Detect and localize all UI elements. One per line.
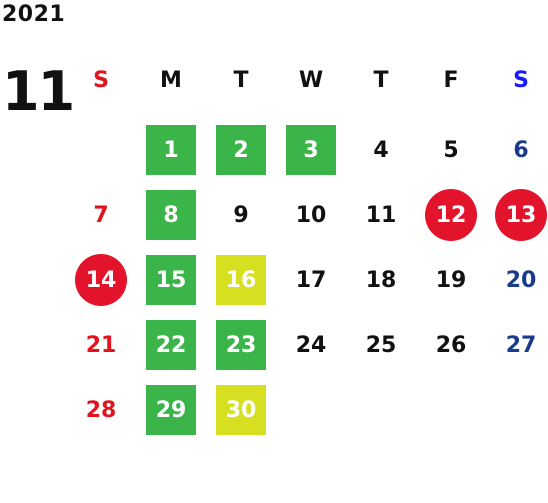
day-cell-11[interactable]: 11 — [365, 202, 397, 228]
weekday-header-0: S — [93, 67, 109, 93]
weekday-header-1: M — [160, 67, 182, 93]
day-cell-10[interactable]: 10 — [295, 202, 327, 228]
day-cell-26[interactable]: 26 — [435, 332, 467, 358]
day-cell-8[interactable]: 8 — [146, 190, 196, 240]
day-cell-12[interactable]: 12 — [425, 189, 477, 241]
day-cell-22[interactable]: 22 — [146, 320, 196, 370]
day-cell-1[interactable]: 1 — [146, 125, 196, 175]
weekday-header-5: F — [443, 67, 459, 93]
day-cell-2[interactable]: 2 — [216, 125, 266, 175]
day-cell-24[interactable]: 24 — [295, 332, 327, 358]
day-cell-15[interactable]: 15 — [146, 255, 196, 305]
day-cell-4[interactable]: 4 — [373, 137, 389, 163]
day-cell-28[interactable]: 28 — [85, 397, 117, 423]
day-cell-18[interactable]: 18 — [365, 267, 397, 293]
day-cell-3[interactable]: 3 — [286, 125, 336, 175]
day-cell-21[interactable]: 21 — [85, 332, 117, 358]
day-cell-9[interactable]: 9 — [233, 202, 249, 228]
day-cell-30[interactable]: 30 — [216, 385, 266, 435]
weekday-header-2: T — [233, 67, 249, 93]
day-cell-6[interactable]: 6 — [513, 137, 529, 163]
day-cell-23[interactable]: 23 — [216, 320, 266, 370]
day-cell-17[interactable]: 17 — [295, 267, 327, 293]
day-cell-19[interactable]: 19 — [435, 267, 467, 293]
day-cell-27[interactable]: 27 — [505, 332, 537, 358]
weekday-header-4: T — [373, 67, 389, 93]
day-cell-5[interactable]: 5 — [443, 137, 459, 163]
year-label: 2021 — [2, 2, 66, 27]
day-cell-29[interactable]: 29 — [146, 385, 196, 435]
day-cell-16[interactable]: 16 — [216, 255, 266, 305]
day-cell-25[interactable]: 25 — [365, 332, 397, 358]
day-cell-7[interactable]: 7 — [93, 202, 109, 228]
weekday-header-3: W — [298, 67, 324, 93]
day-cell-13[interactable]: 13 — [495, 189, 547, 241]
month-number: 11 — [2, 60, 75, 123]
weekday-header-6: S — [513, 67, 529, 93]
day-cell-14[interactable]: 14 — [75, 254, 127, 306]
day-cell-20[interactable]: 20 — [505, 267, 537, 293]
